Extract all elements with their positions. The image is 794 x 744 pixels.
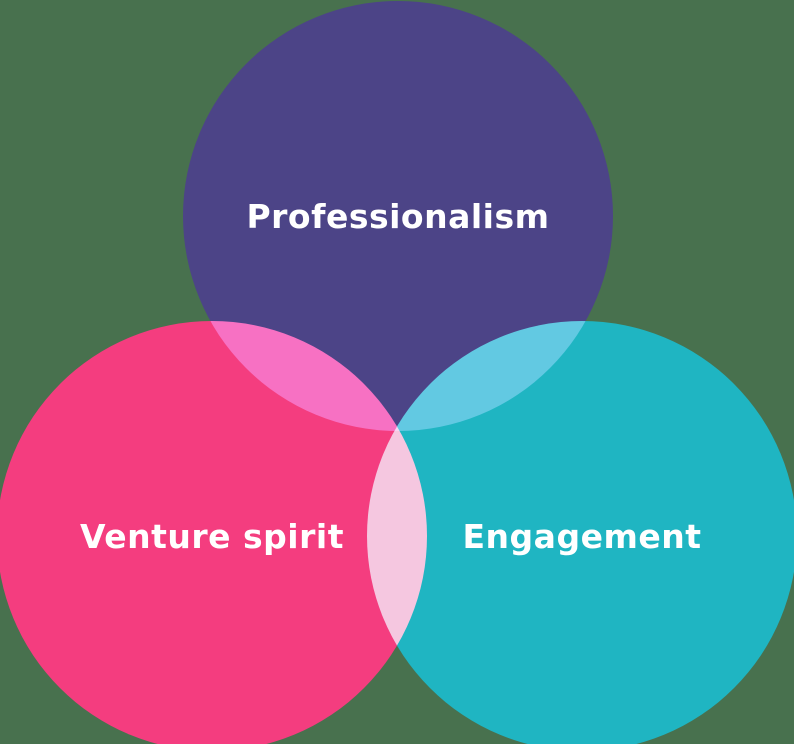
label-engagement: Engagement — [462, 516, 702, 556]
label-professionalism: Professionalism — [246, 196, 550, 236]
label-venture-spirit: Venture spirit — [80, 516, 344, 556]
venn-circle-engagement: Engagement — [367, 321, 794, 744]
venn-circle-venture-spirit: Venture spirit — [0, 321, 427, 744]
